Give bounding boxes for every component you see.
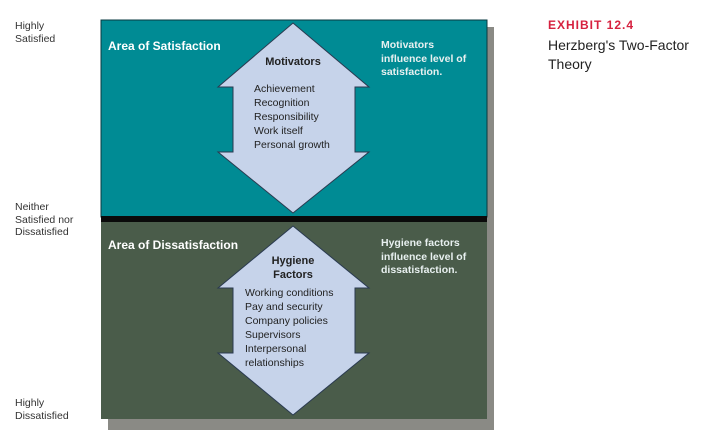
dissatisfaction-area-title: Area of Dissatisfaction xyxy=(108,238,239,252)
motivators-title: Motivators xyxy=(265,56,321,68)
list-item: Company policies xyxy=(245,315,328,327)
list-item: Responsibility xyxy=(254,111,319,123)
hygiene-factors-title: Hygiene Factors xyxy=(271,255,315,281)
neutral-divider xyxy=(101,216,487,222)
exhibit-label: EXHIBIT 12.4 xyxy=(548,18,635,32)
motivators-list: Achievement Recognition Responsibility W… xyxy=(254,82,330,152)
list-item: Personal growth xyxy=(254,139,330,151)
motivators-note: Motivators influence level of satisfacti… xyxy=(381,39,467,78)
hygiene-note: Hygiene factors influence level of dissa… xyxy=(381,237,467,276)
list-item: Interpersonal relationships xyxy=(245,343,307,369)
hygiene-factors-list: Working conditions Pay and security Comp… xyxy=(245,286,355,370)
list-item: Pay and security xyxy=(245,301,323,313)
axis-label-highly-dissatisfied: Highly Dissatisfied xyxy=(15,397,69,422)
hygiene-arrow xyxy=(216,225,371,416)
list-item: Supervisors xyxy=(245,329,301,341)
axis-label-highly-satisfied: Highly Satisfied xyxy=(15,20,56,45)
exhibit-title: Herzberg's Two-Factor Theory xyxy=(548,37,689,72)
list-item: Working conditions xyxy=(245,287,334,299)
motivators-arrow xyxy=(216,22,371,214)
list-item: Recognition xyxy=(254,97,310,109)
axis-label-neutral: Neither Satisfied nor Dissatisfied xyxy=(15,201,74,238)
list-item: Work itself xyxy=(254,125,303,137)
satisfaction-area-title: Area of Satisfaction xyxy=(108,39,221,53)
list-item: Achievement xyxy=(254,83,315,95)
